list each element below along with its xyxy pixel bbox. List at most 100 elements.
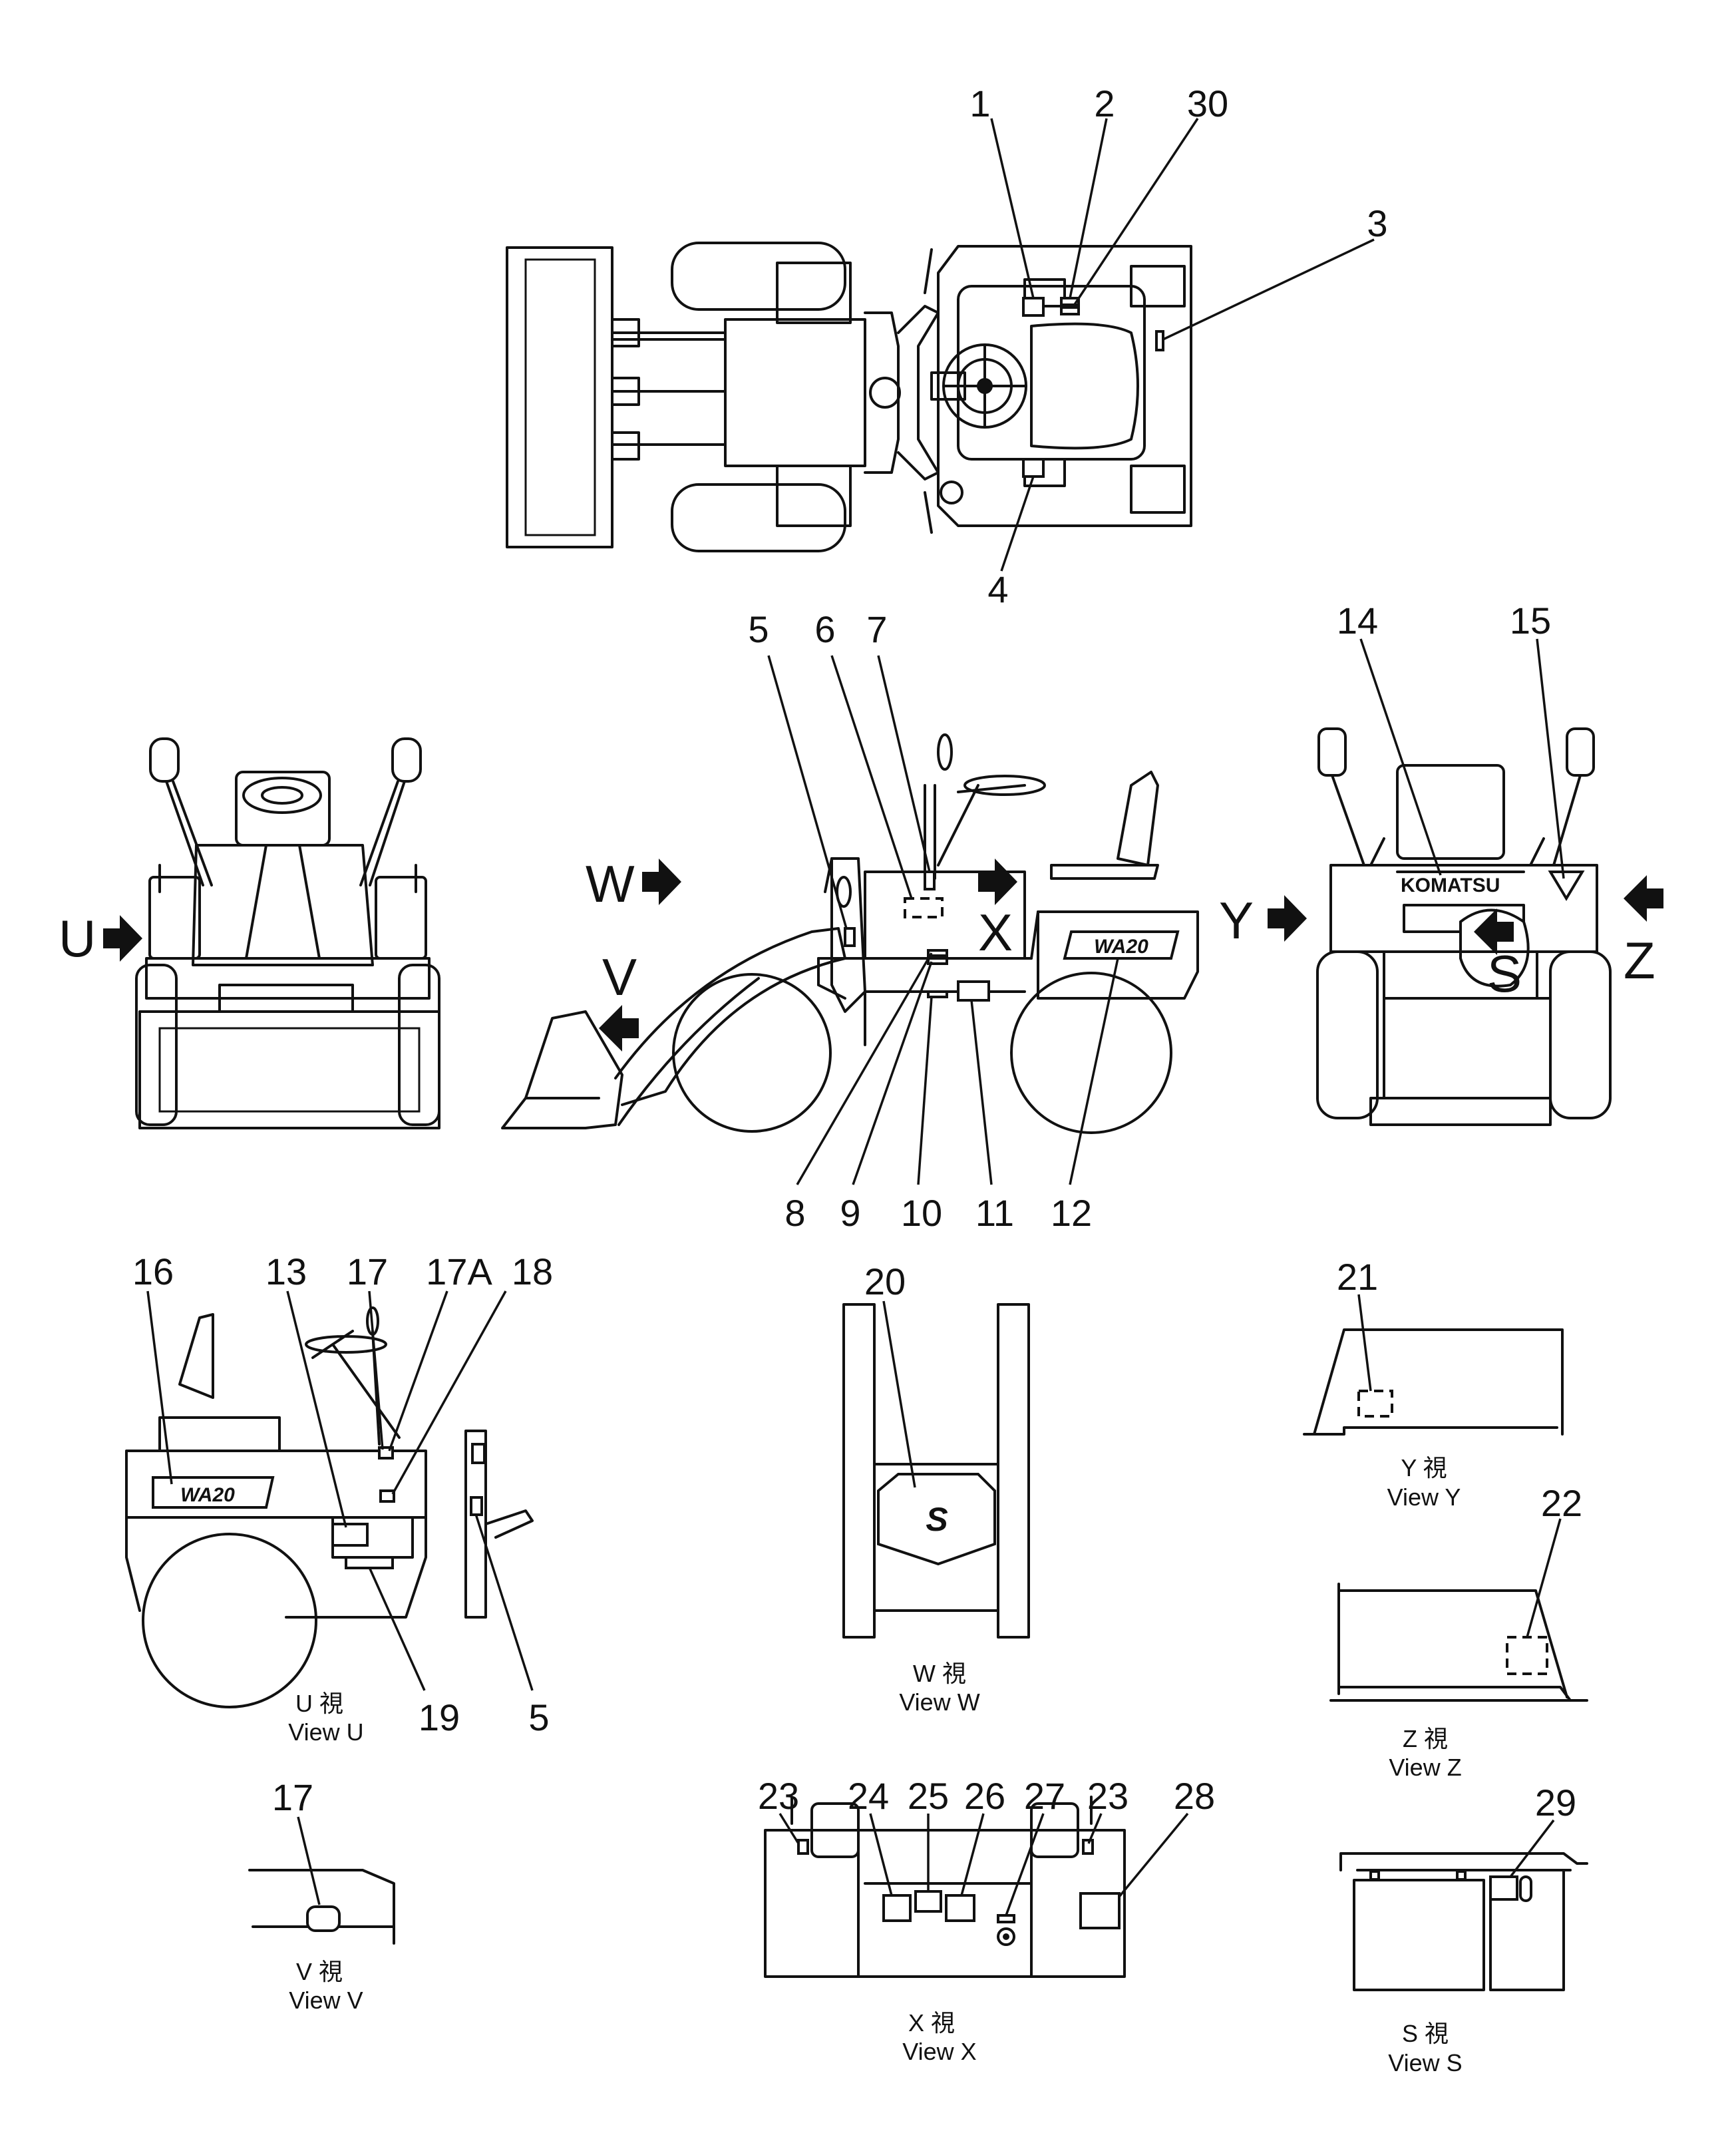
- view-x-label: X: [978, 903, 1013, 962]
- view-z-label: Z: [1624, 931, 1655, 990]
- decal-17-v: [306, 1905, 341, 1932]
- view-s-label: S: [1487, 944, 1522, 1003]
- view-x: 23 24 25 26 27 23 28 X 視 View X: [758, 1775, 1215, 2065]
- decal-7: [924, 871, 936, 890]
- callout-10: 10: [901, 1192, 942, 1234]
- front-view: U: [59, 737, 440, 1129]
- decal-15: [1548, 871, 1585, 901]
- callout-23-right: 23: [1087, 1775, 1128, 1817]
- bucket-side: [501, 1010, 623, 1129]
- rear-wheel-side: [1010, 972, 1172, 1134]
- front-left-tire: [671, 242, 846, 311]
- rear-view: KOMATSU S Y Z 14 15: [1219, 600, 1663, 1126]
- view-s-arrow-icon: [1474, 908, 1514, 955]
- caption-y-en: View Y: [1387, 1483, 1461, 1511]
- decal-22: [1506, 1636, 1548, 1675]
- decal-27: [997, 1914, 1015, 1923]
- callout-26: 26: [964, 1775, 1005, 1817]
- view-v-label: V: [602, 948, 637, 1006]
- callout-3: 3: [1367, 202, 1387, 244]
- side-view: WA20 W V X: [501, 608, 1199, 1234]
- callout-8: 8: [784, 1192, 805, 1234]
- callout-2: 2: [1094, 83, 1115, 124]
- front-right-tire: [671, 483, 846, 552]
- callout-23-left: 23: [758, 1775, 799, 1817]
- decal-6: [904, 897, 944, 918]
- callout-11: 11: [975, 1192, 1014, 1234]
- view-y-arrow-icon: [1268, 895, 1307, 942]
- decal-26: [945, 1894, 975, 1922]
- callout-27: 27: [1024, 1775, 1065, 1817]
- caption-v-jp: V 視: [296, 1958, 343, 1985]
- decal-29: [1489, 1875, 1518, 1901]
- caption-w-jp: W 視: [913, 1660, 966, 1687]
- decal-5-u: [470, 1496, 483, 1516]
- rear-body-side: [1037, 910, 1199, 1000]
- decal-12-wa20: [1063, 930, 1180, 960]
- view-u-arrow-icon: [103, 915, 142, 962]
- decal-23-left: [797, 1839, 809, 1855]
- callout-4: 4: [987, 568, 1008, 610]
- callout-17: 17: [347, 1251, 388, 1292]
- view-u-label: U: [59, 909, 96, 968]
- front-wheel-side: [672, 973, 832, 1133]
- decal-19-u: [345, 1556, 394, 1569]
- rear-body-top: [937, 245, 1192, 527]
- caption-z-jp: Z 視: [1403, 1725, 1448, 1752]
- callout-15: 15: [1510, 600, 1551, 642]
- view-w: S 20 W 視 View W: [842, 1261, 1030, 1716]
- decal-17a-u: [471, 1443, 486, 1464]
- view-v-arrow-icon: [599, 1005, 639, 1052]
- callout-18: 18: [512, 1251, 553, 1292]
- callout-21: 21: [1337, 1256, 1378, 1298]
- caption-v-en: View V: [289, 1987, 363, 2014]
- callout-19: 19: [419, 1696, 460, 1738]
- view-y: 21 Y 視 View Y: [1303, 1256, 1564, 1511]
- decal-8: [927, 949, 948, 957]
- callout-12: 12: [1051, 1192, 1092, 1234]
- callout-29: 29: [1535, 1782, 1576, 1824]
- callout-5: 5: [748, 608, 769, 650]
- decal-11: [957, 980, 990, 1002]
- callout-30: 30: [1187, 83, 1228, 124]
- caption-w-en: View W: [899, 1688, 979, 1716]
- decal-4: [1022, 458, 1045, 478]
- decal-28: [1079, 1892, 1121, 1929]
- brand-decal-text: KOMATSU: [1401, 875, 1500, 896]
- view-w-arrow-icon: [642, 859, 681, 905]
- view-u: WA20 16 13 17 17A 18 19 5 U 視 View U: [125, 1251, 553, 1746]
- caption-z-en: View Z: [1389, 1754, 1461, 1781]
- callout-5-u: 5: [528, 1696, 549, 1738]
- top-view: 1 2 30 3 4: [506, 83, 1388, 610]
- callout-20: 20: [864, 1261, 906, 1302]
- decal-5: [844, 927, 856, 947]
- view-y-label: Y: [1219, 891, 1254, 950]
- decal-10: [927, 990, 948, 998]
- s-mark-text: S: [926, 1501, 948, 1538]
- decal-1: [1022, 297, 1045, 317]
- callout-17a: 17A: [426, 1251, 492, 1292]
- decal-23-right: [1082, 1839, 1094, 1855]
- caption-s-jp: S 視: [1402, 2020, 1449, 2047]
- decal-24: [882, 1894, 912, 1922]
- caption-y-jp: Y 視: [1401, 1454, 1447, 1481]
- caption-u-en: View U: [288, 1718, 363, 1746]
- callout-6: 6: [814, 608, 835, 650]
- view-x-arrow-icon: [978, 859, 1017, 905]
- caption-x-jp: X 視: [908, 2009, 955, 2037]
- view-z: 22 Z 視 View Z: [1329, 1482, 1588, 1781]
- seat-top: [1030, 322, 1139, 450]
- model-decal-u-text: WA20: [180, 1484, 235, 1506]
- callout-17-v: 17: [272, 1776, 313, 1818]
- caption-u-jp: U 視: [295, 1690, 343, 1717]
- callout-9: 9: [840, 1192, 860, 1234]
- callout-24: 24: [848, 1775, 889, 1817]
- model-decal-text: WA20: [1094, 936, 1148, 958]
- decal-13-u: [331, 1523, 369, 1547]
- view-z-arrow-icon: [1624, 875, 1663, 922]
- bucket-top: [506, 246, 613, 548]
- callout-28: 28: [1174, 1775, 1215, 1817]
- bucket-front: [138, 1010, 440, 1129]
- callout-1: 1: [969, 83, 990, 124]
